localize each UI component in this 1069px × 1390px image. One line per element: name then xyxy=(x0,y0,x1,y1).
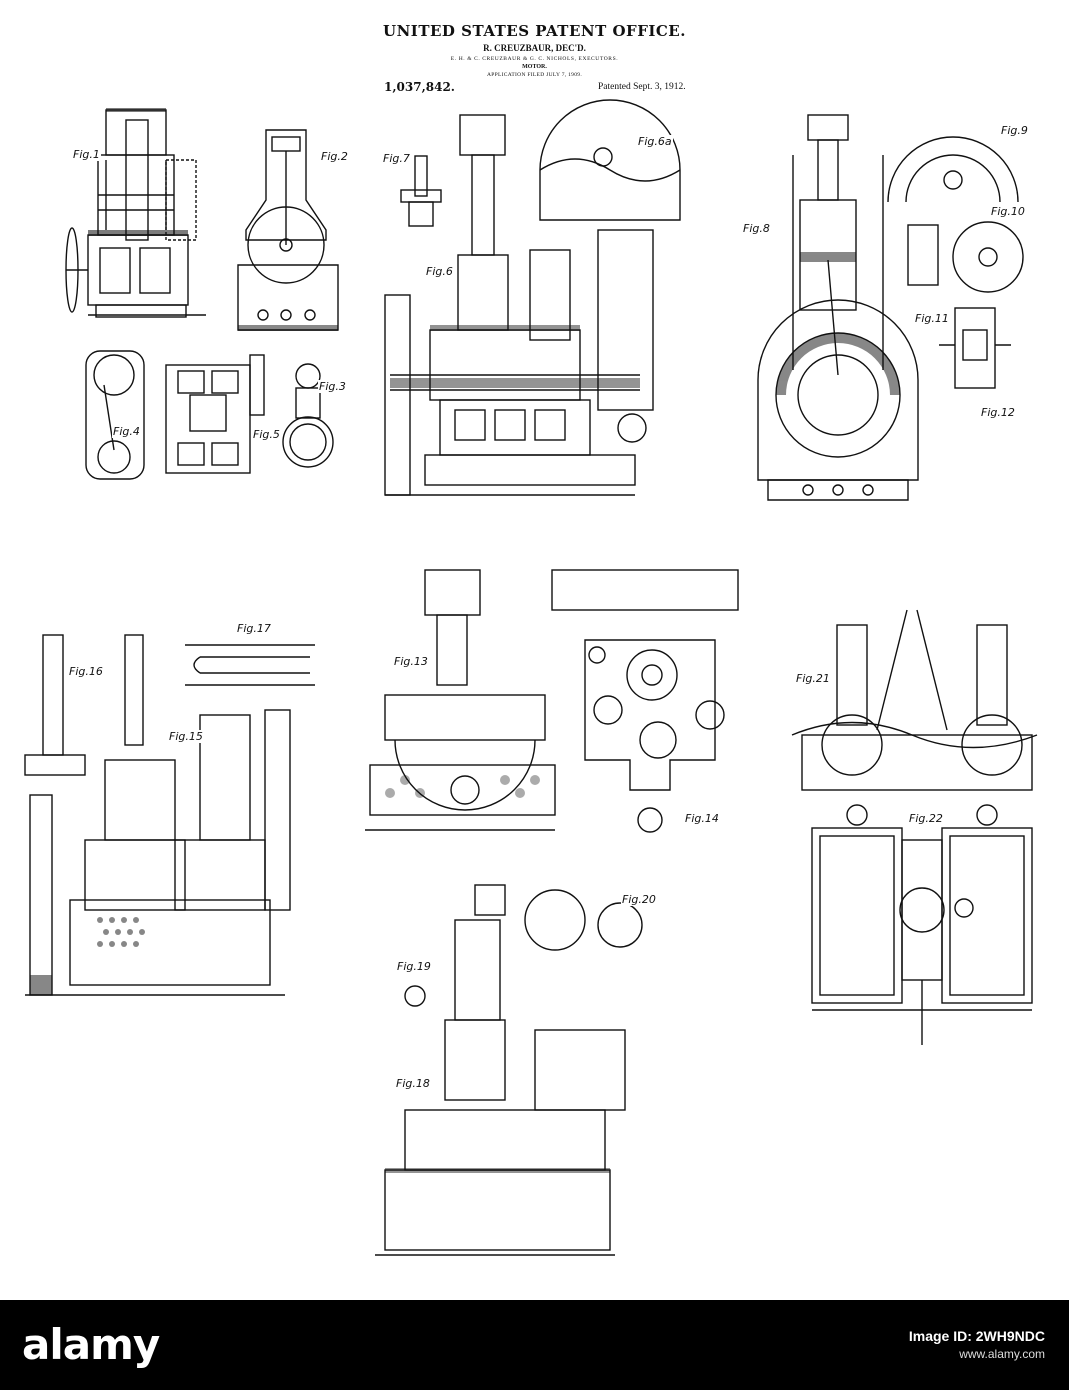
fig11-label: Fig.11 xyxy=(914,312,950,325)
fig22-drawing xyxy=(792,800,1042,1050)
fig14-drawing xyxy=(550,565,750,840)
fig13-label: Fig.13 xyxy=(393,655,429,668)
image-id: Image ID: 2WH9NDC xyxy=(909,1328,1045,1344)
alamy-logo: alamy xyxy=(22,1320,159,1369)
fig5-drawing xyxy=(160,355,270,480)
fig18-drawing xyxy=(365,880,675,1265)
fig12-label: Fig.12 xyxy=(980,406,1016,419)
fig4-label: Fig.4 xyxy=(112,425,141,438)
fig17-drawing xyxy=(180,635,320,695)
fig17-label: Fig.17 xyxy=(236,622,272,635)
patent-date: Patented Sept. 3, 1912. xyxy=(598,82,686,92)
fig2-label: Fig.2 xyxy=(320,150,349,163)
fig6a-drawing xyxy=(535,105,685,235)
fig13-drawing xyxy=(365,565,560,840)
patent-header: UNITED STATES PATENT OFFICE. R. CREUZBAU… xyxy=(0,22,1069,78)
fig10-drawing xyxy=(898,215,1028,305)
fig19-label: Fig.19 xyxy=(396,960,432,973)
fig14-label: Fig.14 xyxy=(684,812,720,825)
fig15-label: Fig.15 xyxy=(168,730,204,743)
fig1-drawing xyxy=(66,100,216,335)
patent-office-title: UNITED STATES PATENT OFFICE. xyxy=(0,22,1069,40)
fig18-label: Fig.18 xyxy=(395,1077,431,1090)
fig9-label: Fig.9 xyxy=(1000,124,1029,137)
executors-line: E. H. & C. CREUZBAUR & G. C. NICHOLS, EX… xyxy=(0,56,1069,62)
patent-number: 1,037,842. xyxy=(384,80,455,94)
fig7-label: Fig.7 xyxy=(382,152,411,165)
fig6-label: Fig.6 xyxy=(425,265,454,278)
fig16-label: Fig.16 xyxy=(68,665,104,678)
fig21-label: Fig.21 xyxy=(795,672,831,685)
patent-subject: MOTOR. xyxy=(0,64,1069,70)
site-url: www.alamy.com xyxy=(909,1346,1045,1363)
fig5-label: Fig.5 xyxy=(252,428,281,441)
fig22-label: Fig.22 xyxy=(908,812,944,825)
fig8-label: Fig.8 xyxy=(742,222,771,235)
fig21-drawing xyxy=(792,605,1042,790)
image-id-block: Image ID: 2WH9NDC www.alamy.com xyxy=(909,1328,1045,1363)
fig4-drawing xyxy=(80,345,150,485)
fig1-label: Fig.1 xyxy=(72,148,101,161)
application-filed: APPLICATION FILED JULY 7, 1909. xyxy=(0,72,1069,78)
watermark-bar: alamy Image ID: 2WH9NDC www.alamy.com xyxy=(0,1300,1069,1390)
fig6a-label: Fig.6a xyxy=(637,135,673,148)
fig10-label: Fig.10 xyxy=(990,205,1026,218)
inventor-name: R. CREUZBAUR, DEC'D. xyxy=(0,43,1069,53)
fig3-drawing xyxy=(278,360,338,480)
fig20-label: Fig.20 xyxy=(621,893,657,906)
fig3-label: Fig.3 xyxy=(318,380,347,393)
